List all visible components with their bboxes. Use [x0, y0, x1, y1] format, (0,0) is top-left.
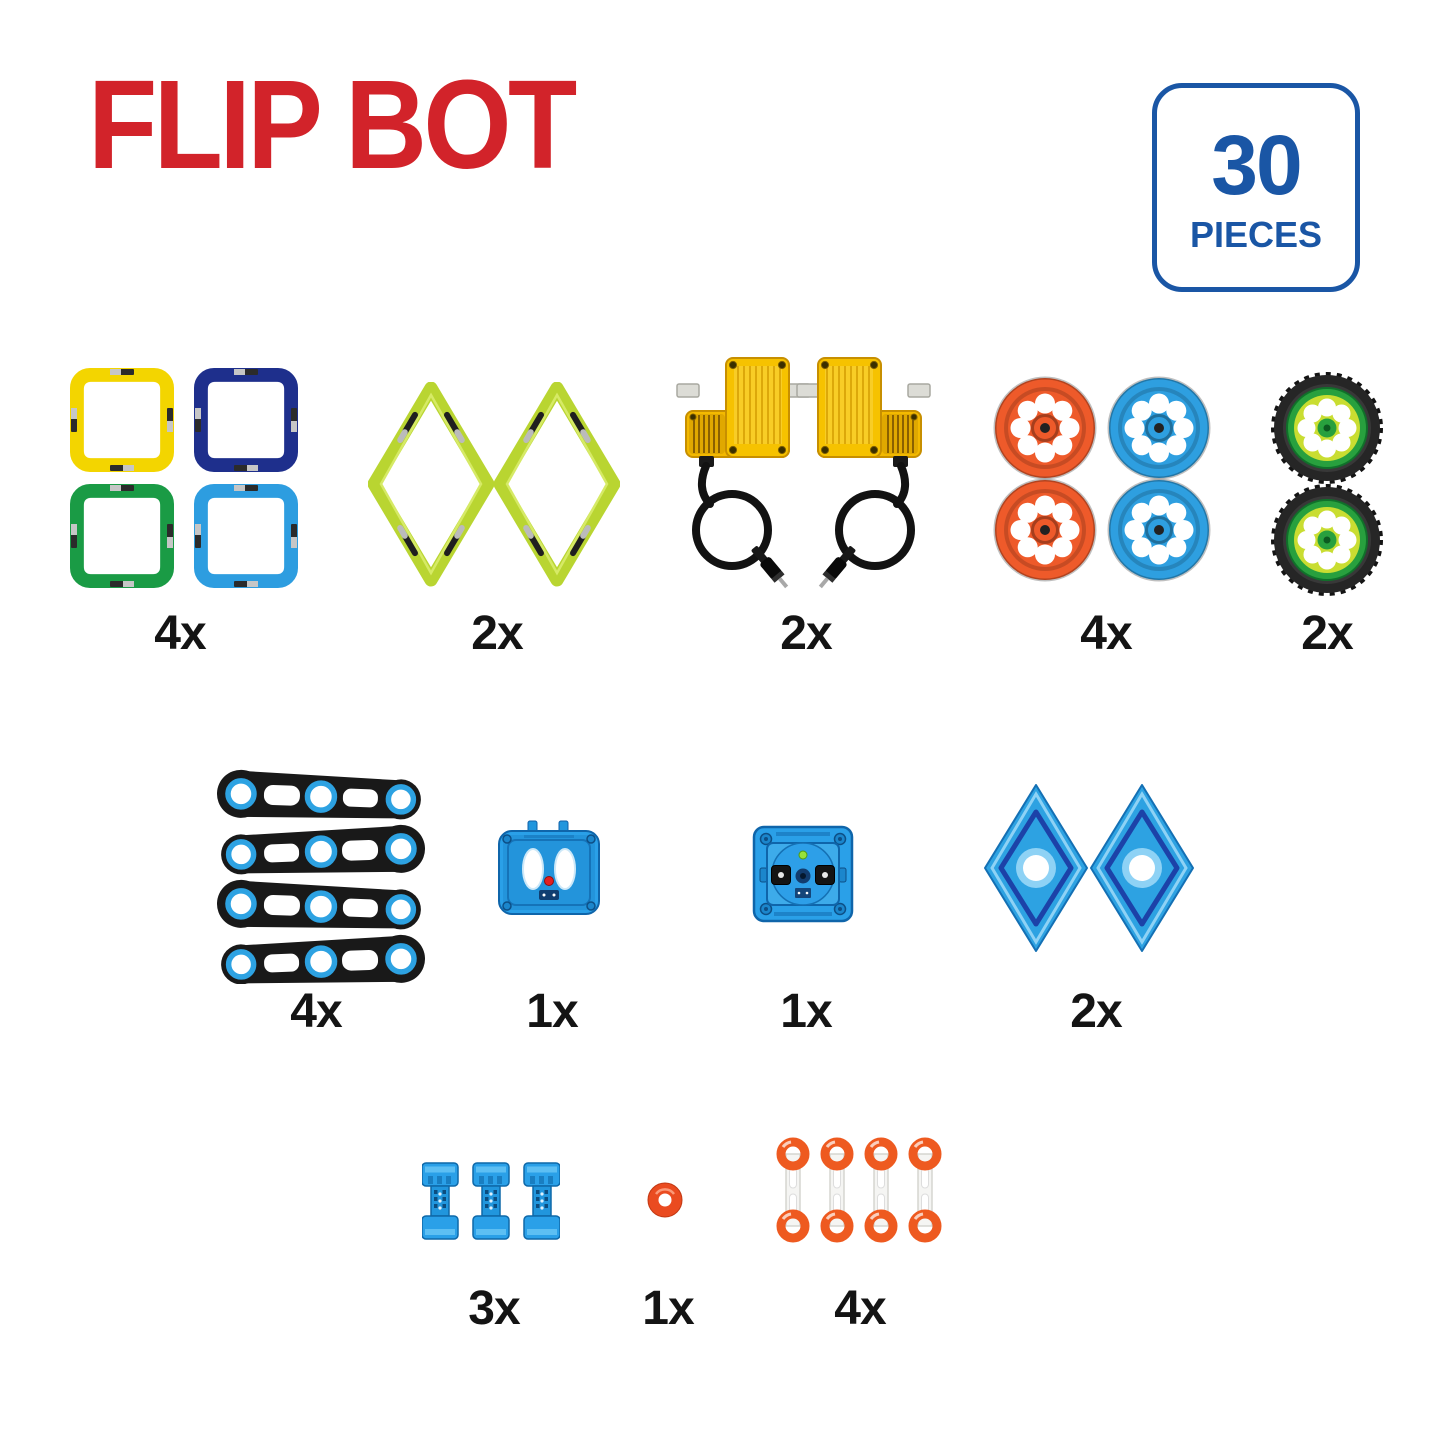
qty-label-battery-box: 1x — [780, 985, 832, 1038]
qty-label-tires: 2x — [1301, 607, 1353, 660]
blue-diamond-panels-icon — [982, 782, 1196, 954]
link-arms-icon — [206, 762, 436, 984]
spacer-ring-image — [646, 1181, 684, 1219]
motors-icon — [676, 352, 931, 604]
qty-label-motors: 2x — [780, 607, 832, 660]
battery-box-image — [752, 824, 854, 924]
remote-control-icon — [498, 820, 600, 915]
qty-label-axle-connectors: 3x — [468, 1282, 520, 1335]
piece-count-badge: 30 PIECES — [1152, 83, 1360, 292]
blue-diamond-panels-image — [982, 782, 1196, 954]
green-diamond-panels-image — [368, 382, 620, 587]
green-diamond-panels-icon — [368, 382, 620, 587]
qty-label-remote-control: 1x — [526, 985, 578, 1038]
tires-image — [1252, 370, 1402, 598]
wheel-hubs-icon — [993, 376, 1211, 582]
battery-box-icon — [752, 825, 854, 923]
square-panels-icon — [70, 368, 298, 588]
connector-links-image — [773, 1135, 945, 1245]
axle-connectors-image — [422, 1162, 560, 1240]
qty-label-diamond-panels-blue: 2x — [1070, 985, 1122, 1038]
tires-icon — [1271, 372, 1383, 596]
connector-links-icon — [773, 1135, 945, 1245]
spacer-ring-icon — [647, 1182, 683, 1218]
qty-label-connector-links: 4x — [834, 1282, 886, 1335]
qty-label-diamond-panels-green: 2x — [471, 607, 523, 660]
qty-label-link-arms: 4x — [290, 985, 342, 1038]
page-title: FLIP BOT — [88, 54, 577, 195]
qty-label-square-panels: 4x — [154, 607, 206, 660]
piece-count-number: 30 — [1211, 117, 1302, 212]
remote-control-image — [494, 820, 604, 920]
wheel-hubs-image — [993, 376, 1215, 586]
qty-label-wheel-hubs: 4x — [1080, 607, 1132, 660]
qty-label-spacer-ring: 1x — [642, 1282, 694, 1335]
link-arms-image — [206, 762, 436, 984]
piece-count-label: PIECES — [1189, 213, 1323, 255]
axle-connectors-icon — [422, 1162, 560, 1240]
square-panels-image — [70, 368, 298, 588]
motors-image — [676, 352, 931, 604]
